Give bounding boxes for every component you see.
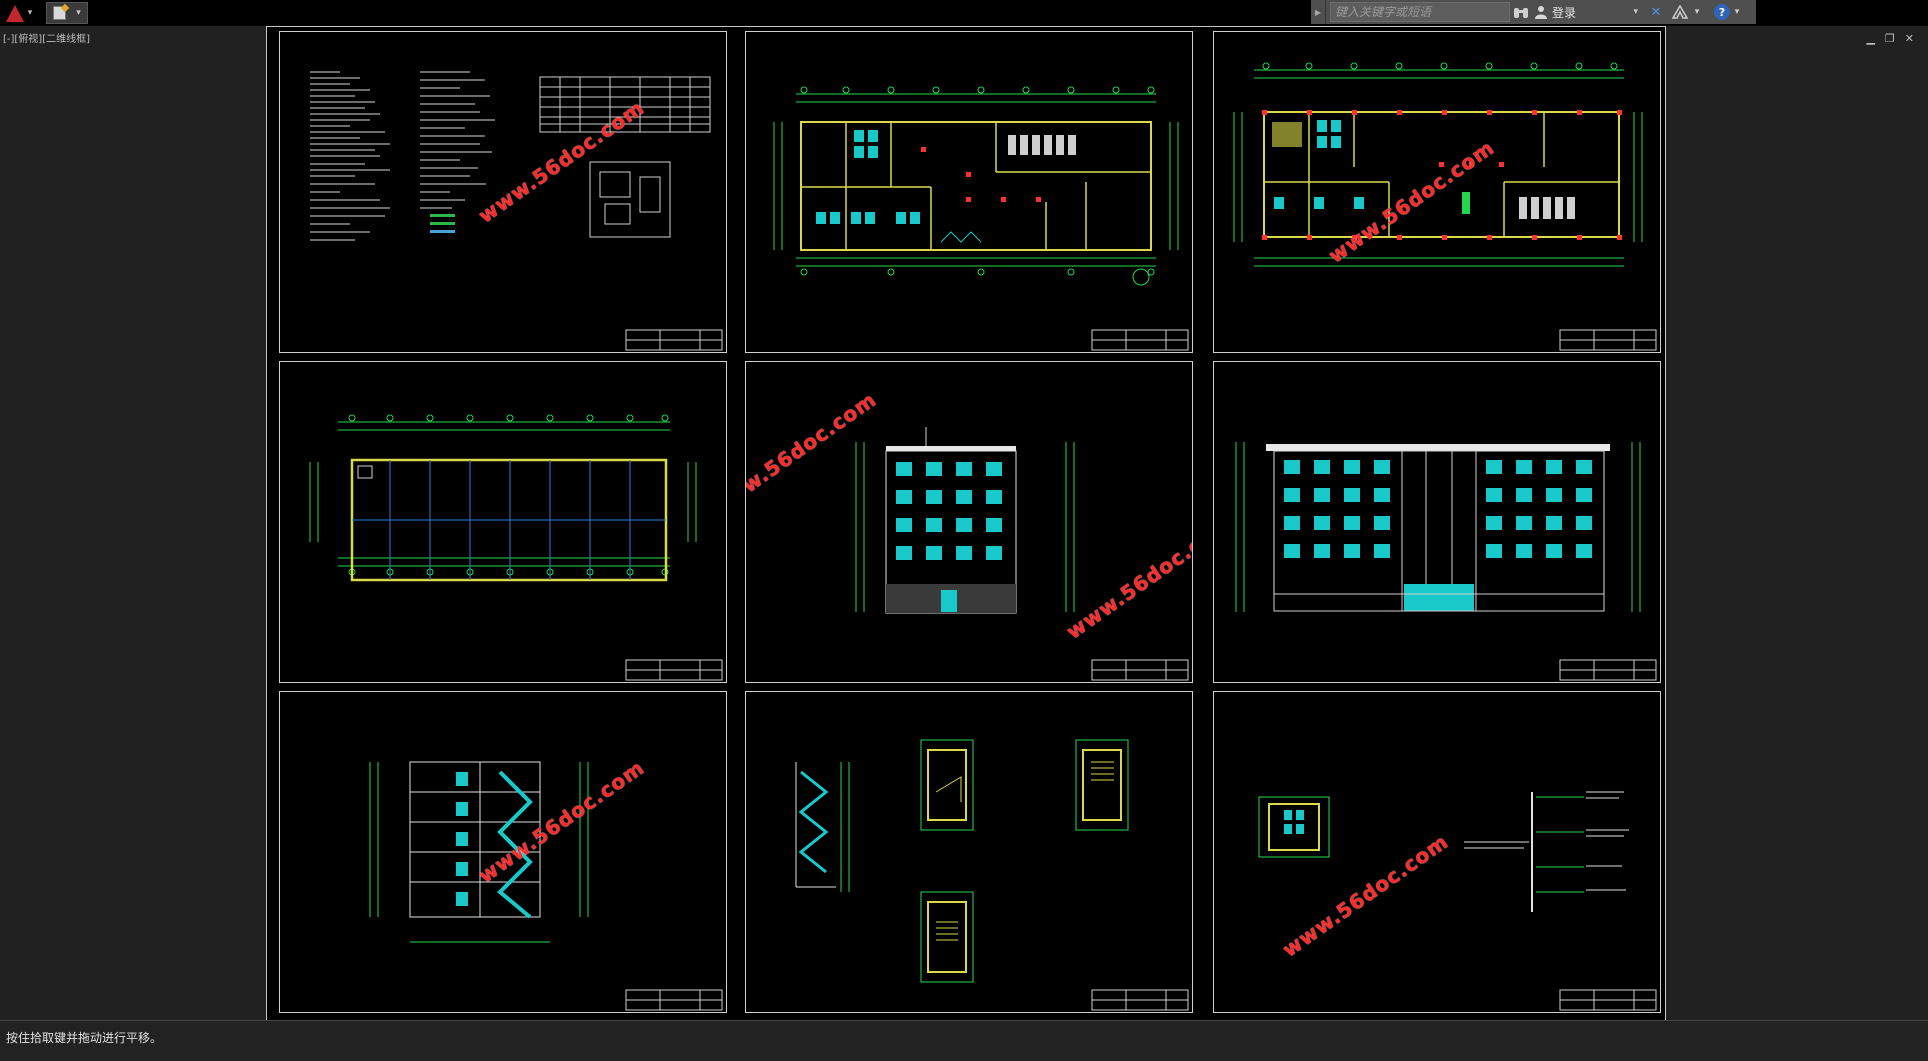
window-mark [1344,516,1360,530]
wall-detail-sheet[interactable]: www.56doc.com [1213,691,1661,1013]
notes-sheet[interactable]: www.56doc.com [279,31,727,353]
standard-floor-plan-sheet[interactable]: www.56doc.com [1213,31,1661,353]
stair-detail-sheet[interactable] [745,691,1193,1013]
login-button[interactable]: 登录 ▾ [1534,4,1644,21]
exchange-icon[interactable]: ✕ [1650,4,1662,20]
window-mark [1374,488,1390,502]
status-bar: 按住拾取键并拖动进行平移。 [0,1020,1928,1061]
document-icon [53,6,67,20]
window-mark [1374,516,1390,530]
window-mark [1486,516,1502,530]
chevron-down-icon: ▾ [27,8,33,18]
window-mark [1284,488,1300,502]
status-message: 按住拾取键并拖动进行平移。 [6,1031,163,1045]
infocenter-bar: ▶ 登录 ▾ ✕ ▾ ? ▾ [1311,0,1756,24]
window-mark [1486,544,1502,558]
window-mark [1486,460,1502,474]
window-mark [1576,544,1592,558]
window-mark [1314,488,1330,502]
restore-icon[interactable]: ❐ [1884,32,1895,45]
window-mark [1576,516,1592,530]
window-mark [1546,460,1562,474]
expand-arrow-icon[interactable]: ▶ [1311,0,1326,24]
autocad-logo-icon [5,4,24,22]
window-mark [1516,488,1532,502]
window-mark [1516,544,1532,558]
help-button[interactable]: ? [1702,0,1732,24]
chevron-down-icon[interactable]: ▾ [1694,7,1700,17]
window-mark [1314,544,1330,558]
drawing-canvas[interactable]: www.56doc.com [266,26,1666,1022]
window-mark [1486,488,1502,502]
window-mark [1344,544,1360,558]
chevron-down-icon[interactable]: ▾ [1734,7,1740,17]
autodesk-a-icon[interactable] [1668,0,1692,24]
minimize-icon[interactable]: ▁ [1866,32,1875,45]
drawing-window-controls: ▁ ❐ ✕ [1866,32,1914,45]
search-input[interactable] [1330,2,1510,22]
chevron-down-icon: ▾ [1633,7,1638,17]
window-mark [1284,460,1300,474]
binoculars-icon[interactable] [1510,0,1532,24]
section-sheet[interactable]: www.56doc.com [279,691,727,1013]
window-mark [1284,544,1300,558]
window-mark [1314,516,1330,530]
user-icon [1535,6,1547,19]
window-mark [1546,516,1562,530]
window-mark [1284,516,1300,530]
window-mark [1516,460,1532,474]
roof-plan-sheet[interactable] [279,361,727,683]
window-mark [1344,488,1360,502]
help-icon: ? [1714,4,1730,20]
window-mark [1546,488,1562,502]
window-mark [1374,460,1390,474]
login-label: 登录 [1552,5,1577,20]
application-menu-button[interactable]: ▾ [0,0,38,26]
window-mark [1374,544,1390,558]
side-elevation-sheet[interactable]: www.56doc.com www.56doc.com [745,361,1193,683]
window-mark [1546,544,1562,558]
front-elevation-sheet[interactable] [1213,361,1661,683]
window-mark [1344,460,1360,474]
first-floor-plan-sheet[interactable] [745,31,1193,353]
window-mark [1576,488,1592,502]
window-mark [1576,460,1592,474]
close-icon[interactable]: ✕ [1904,32,1914,45]
window-mark [1516,516,1532,530]
window-mark [1314,460,1330,474]
quick-access-toolbar-button[interactable]: ▾ [46,2,88,24]
chevron-down-icon: ▾ [76,8,81,18]
title-bar: ▾ ▾ ▶ 登录 ▾ ✕ ▾ ? ▾ [0,0,1928,26]
viewport-controls-label[interactable]: [-][俯视][二维线框] [3,34,91,45]
